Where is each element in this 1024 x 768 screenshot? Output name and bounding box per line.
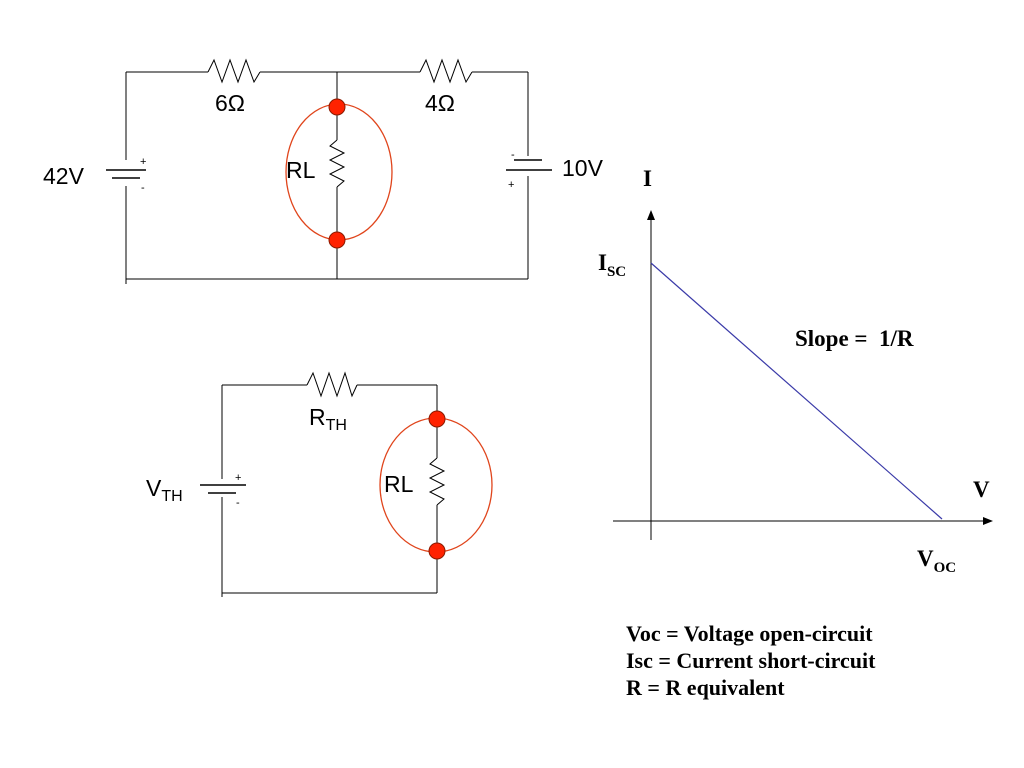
definitions-block: Voc = Voltage open-circuit Isc = Current… <box>626 620 1006 701</box>
source-10v-minus: - <box>511 149 515 161</box>
isc-label: ISC <box>598 250 626 280</box>
vth-label: VTH <box>146 475 183 505</box>
slope-label: Slope = 1/R <box>795 326 914 351</box>
iv-characteristic-line <box>650 262 943 520</box>
terminal-top-b[interactable] <box>328 231 346 249</box>
definition-r: R = R equivalent <box>626 675 785 700</box>
source-10v-label: 10V <box>562 155 604 181</box>
vth-plus: + <box>235 472 241 484</box>
y-axis-label: I <box>643 166 652 191</box>
resistor-6ohm <box>207 58 261 84</box>
thevenin-circuit <box>200 371 446 597</box>
x-axis-arrow <box>983 517 993 525</box>
source-42v-label: 42V <box>43 163 85 189</box>
definition-voc: Voc = Voltage open-circuit <box>626 621 873 646</box>
y-axis-arrow <box>647 210 655 220</box>
source-42v-plus: + <box>140 156 146 168</box>
iv-graph <box>613 210 993 540</box>
rth-label: RTH <box>309 404 347 434</box>
load-th-label: RL <box>384 471 414 497</box>
rl-resistor-top <box>328 139 346 188</box>
rl-resistor-th <box>428 457 446 506</box>
terminal-top-a[interactable] <box>328 98 346 116</box>
source-42v-minus: - <box>141 182 145 194</box>
resistor-rth <box>306 371 358 398</box>
voc-label: VOC <box>917 546 956 576</box>
top-circuit <box>106 58 552 284</box>
source-10v-plus: + <box>508 179 514 191</box>
resistor-4ohm-label: 4Ω <box>425 90 455 116</box>
vth-minus: - <box>236 497 240 509</box>
terminal-th-a[interactable] <box>428 410 446 428</box>
x-axis-label: V <box>973 477 990 502</box>
resistor-4ohm <box>419 58 473 84</box>
resistor-6ohm-label: 6Ω <box>215 90 245 116</box>
terminal-th-b[interactable] <box>428 542 446 560</box>
definition-isc: Isc = Current short-circuit <box>626 648 876 673</box>
load-top-label: RL <box>286 157 316 183</box>
